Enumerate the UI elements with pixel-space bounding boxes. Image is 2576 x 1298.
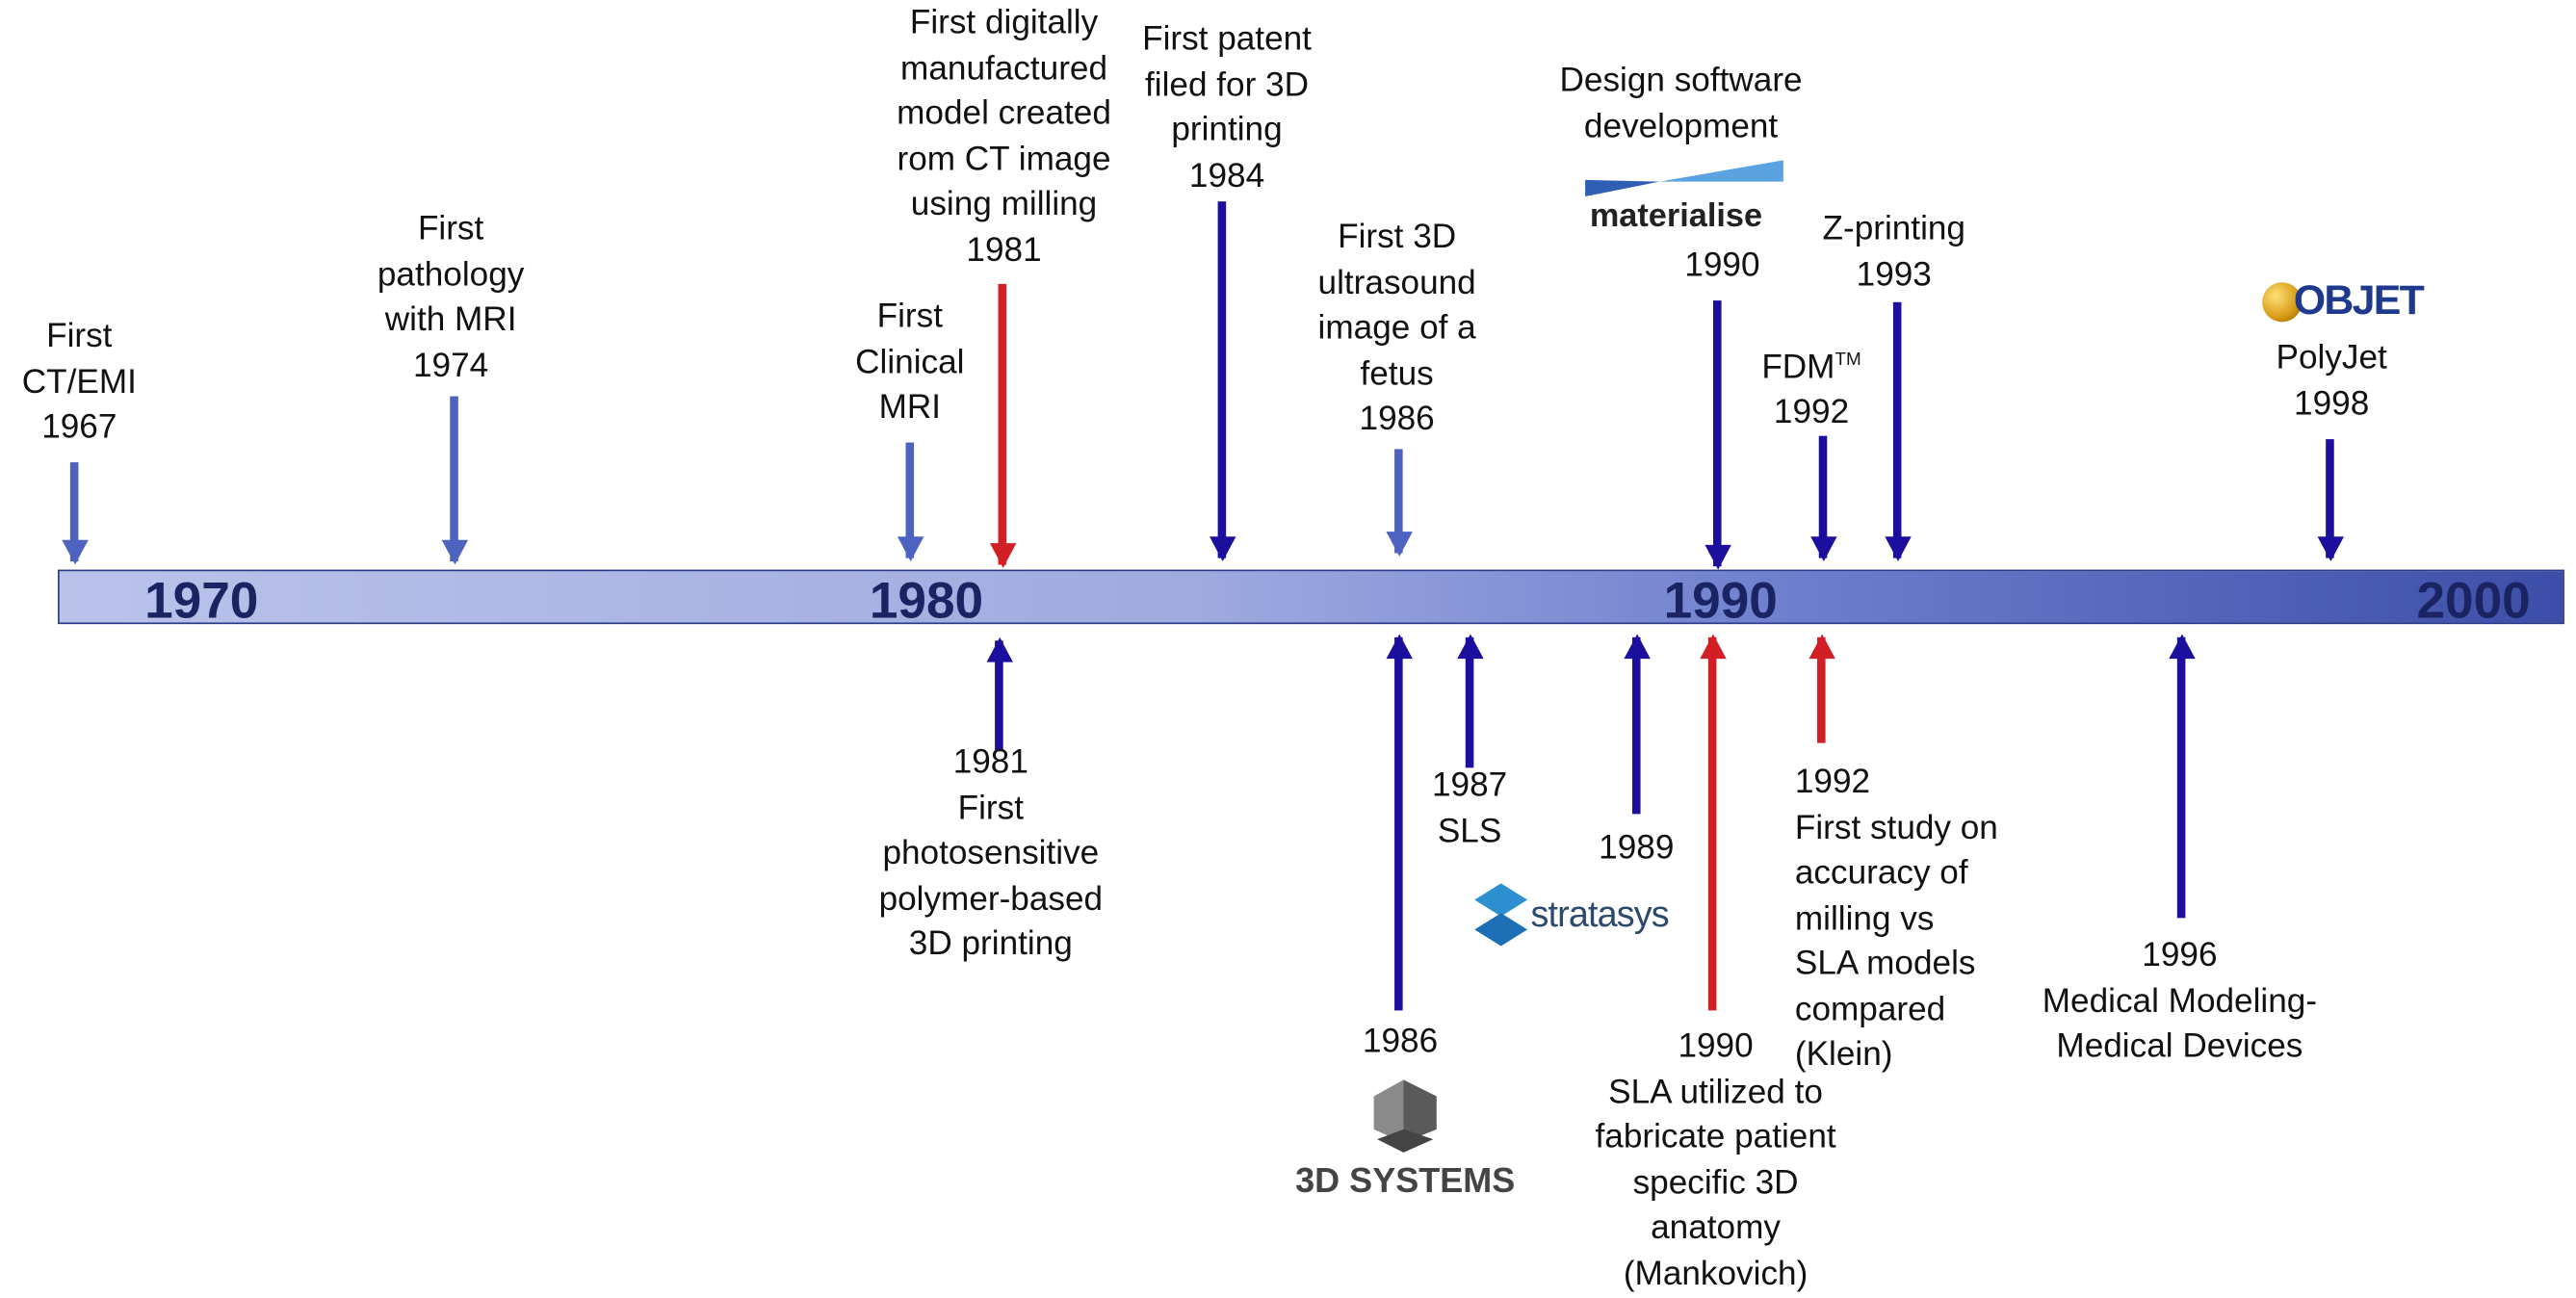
arrow-1986-ultrasound bbox=[1394, 449, 1403, 554]
arrow-1981-milling bbox=[998, 283, 1007, 565]
arrow-1992-fdm bbox=[1818, 435, 1828, 558]
arrow-1992-klein bbox=[1817, 636, 1826, 743]
3dsystems-cube-icon bbox=[1373, 1079, 1437, 1153]
materialise-logo-text: materialise bbox=[1589, 197, 1763, 235]
materialise-logo-icon bbox=[1585, 160, 1783, 197]
arrow-1967 bbox=[69, 462, 79, 561]
year-1970: 1970 bbox=[144, 571, 259, 630]
timeline-bar bbox=[58, 569, 2564, 625]
arrow-1993 bbox=[1892, 301, 1902, 558]
stratasys-logo: stratasys bbox=[1474, 883, 1670, 947]
year-1990: 1990 bbox=[1663, 571, 1778, 630]
label-1989: 1989 bbox=[1599, 828, 1675, 868]
arrow-1974 bbox=[450, 396, 458, 561]
arrow-clinical-mri bbox=[905, 442, 915, 558]
objet-sphere-icon bbox=[2262, 281, 2303, 322]
label-3dsystems-1986: 1986 bbox=[1362, 1022, 1439, 1060]
arrow-1986-3dsystems bbox=[1394, 636, 1403, 1011]
3dsystems-logo-text: 3D SYSTEMS bbox=[1295, 1162, 1516, 1201]
arrow-1989 bbox=[1631, 636, 1641, 815]
arrow-1998 bbox=[2326, 439, 2334, 558]
stratasys-mark-icon bbox=[1474, 883, 1528, 947]
arrow-1996 bbox=[2176, 636, 2186, 919]
arrow-1981-photo bbox=[995, 640, 1003, 752]
objet-logo: OBJET bbox=[2262, 277, 2425, 325]
arrow-1990-sla bbox=[1707, 636, 1717, 1011]
label-materialise-1990: 1990 bbox=[1684, 246, 1760, 284]
year-1980: 1980 bbox=[869, 571, 984, 630]
arrow-1987 bbox=[1465, 636, 1474, 768]
arrow-1984 bbox=[1217, 201, 1227, 558]
year-2000: 2000 bbox=[2416, 571, 2531, 630]
arrow-1990-materialise bbox=[1713, 300, 1722, 567]
